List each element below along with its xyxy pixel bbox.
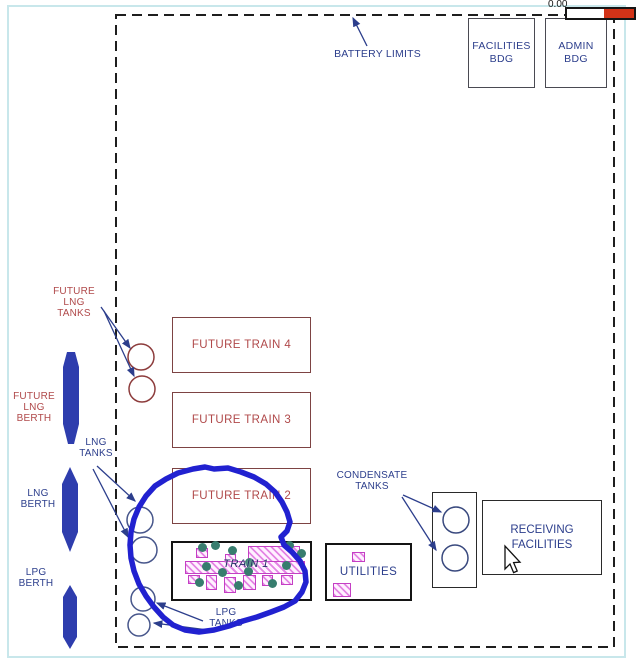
future-train-2-box: FUTURE TRAIN 2 xyxy=(172,468,311,524)
future-train-3-label: FUTURE TRAIN 3 xyxy=(191,413,292,426)
facilities-bdg-label: FACILITIES BDG xyxy=(472,39,531,65)
future-train-4-box: FUTURE TRAIN 4 xyxy=(172,317,311,373)
equipment-dot xyxy=(195,578,204,587)
load-indicator-remaining xyxy=(604,9,634,18)
lpg-berth-label: LPG BERTH xyxy=(18,567,54,590)
future-lng-tanks-label: FUTURE LNG TANKS xyxy=(53,286,95,320)
equipment-block xyxy=(333,583,351,597)
lpg-tanks-label: LPG TANKS xyxy=(209,607,243,630)
equipment-block xyxy=(206,575,217,590)
equipment-dot xyxy=(211,541,220,550)
lng-tanks-label: LNG TANKS xyxy=(79,437,113,460)
load-indicator-bar xyxy=(565,7,636,20)
receiving-facilities-box: RECEIVING FACILITIES xyxy=(482,500,602,575)
equipment-dot xyxy=(285,541,294,550)
utilities-label: UTILITIES xyxy=(339,565,398,578)
load-indicator-value: 0.00 xyxy=(548,0,568,10)
equipment-dot xyxy=(297,549,306,558)
condensate-tanks-box xyxy=(432,492,477,588)
facilities-bdg-box: FACILITIES BDG xyxy=(468,18,535,88)
admin-bdg-label: ADMIN BDG xyxy=(558,39,594,65)
battery-limits-label: BATTERY LIMITS xyxy=(334,48,421,60)
equipment-dot xyxy=(198,543,207,552)
equipment-dot xyxy=(234,581,243,590)
lng-berth-label: LNG BERTH xyxy=(20,488,56,511)
future-train-4-label: FUTURE TRAIN 4 xyxy=(191,338,292,351)
equipment-dot xyxy=(268,579,277,588)
drawing-page-border xyxy=(7,5,626,658)
future-lng-berth-label: FUTURE LNG BERTH xyxy=(13,391,55,425)
future-train-2-label: FUTURE TRAIN 2 xyxy=(191,489,292,502)
equipment-block xyxy=(352,552,365,562)
load-indicator-done xyxy=(567,9,604,18)
receiving-facilities-label: RECEIVING FACILITIES xyxy=(510,524,574,551)
equipment-dot xyxy=(228,546,237,555)
future-train-3-box: FUTURE TRAIN 3 xyxy=(172,392,311,448)
equipment-block xyxy=(243,575,256,590)
train-1-label: TRAIN 1 xyxy=(223,558,269,570)
equipment-block xyxy=(281,575,293,585)
condensate-tanks-label: CONDENSATE TANKS xyxy=(336,470,408,493)
admin-bdg-box: ADMIN BDG xyxy=(545,18,607,88)
